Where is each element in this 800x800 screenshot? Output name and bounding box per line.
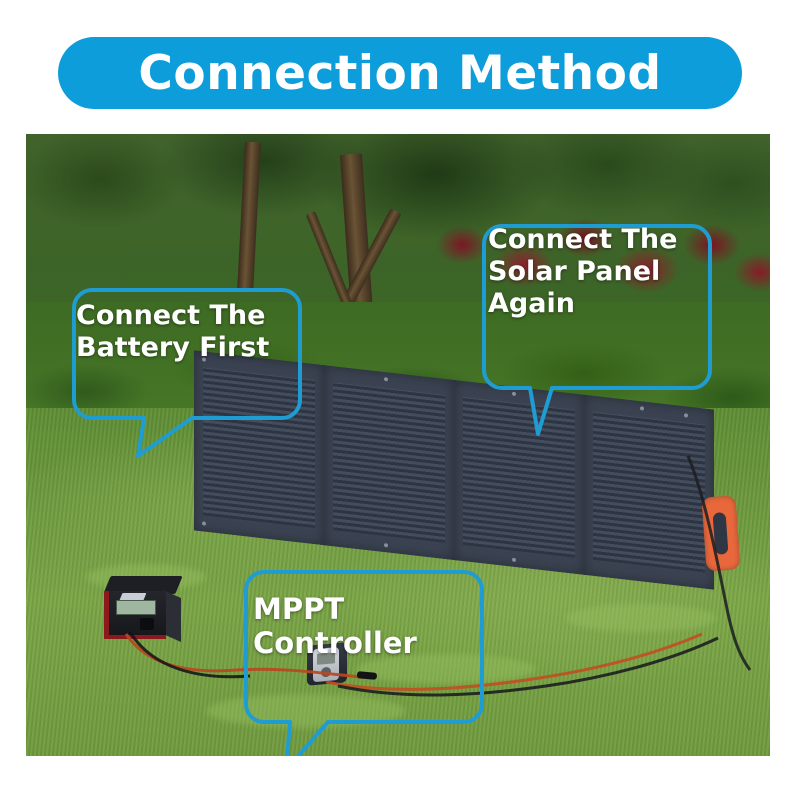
callout-bubble-solar-panel[interactable] (476, 212, 736, 452)
cables (124, 455, 752, 697)
power-station-display (116, 600, 156, 615)
power-station-port (140, 618, 154, 630)
grass-tuft (356, 654, 536, 684)
page-title-banner: Connection Method (58, 37, 742, 109)
grass-tuft (566, 604, 716, 632)
product-photo: Connect The Battery First Connect The So… (26, 134, 770, 756)
callout-bubble-mppt[interactable] (236, 558, 506, 756)
callout-bubble-battery[interactable] (70, 274, 330, 474)
page-title: Connection Method (138, 45, 662, 101)
